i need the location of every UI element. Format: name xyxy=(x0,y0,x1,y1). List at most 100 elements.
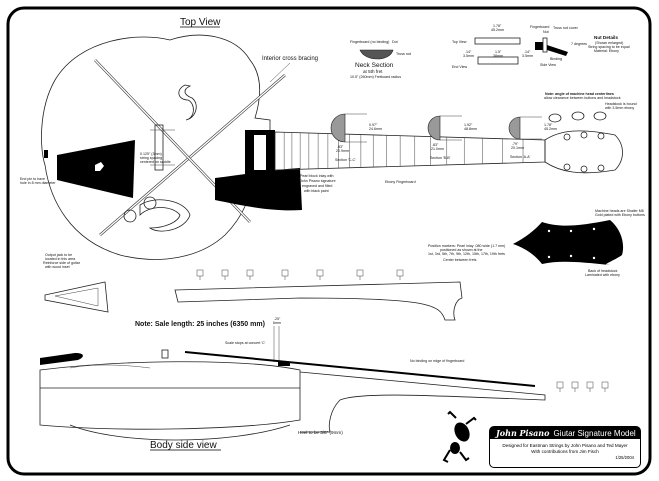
label-machine-heads: Machine heads are Shaller M6 Gold plated… xyxy=(595,209,645,217)
contributors-line: With contributions from Jim Fisch xyxy=(531,449,599,454)
label-bracing-spec: 0.125" (3mm) string spacing centered on … xyxy=(140,152,171,164)
neck-section: Fingerboard (no binding) Dot Truss rod N… xyxy=(350,40,411,79)
section-label: 20.1mm xyxy=(511,146,524,150)
svg-text:1.78": 1.78" xyxy=(493,24,502,28)
section-label: .83" xyxy=(337,145,344,149)
svg-text:(Shown enlarged): (Shown enlarged) xyxy=(595,41,623,45)
nut-details: Top View End View 1.78" 45.2mm 1.5" 38mm… xyxy=(452,24,630,69)
svg-text:.14": .14" xyxy=(465,50,472,54)
svg-text:Scale stops at concert 'C': Scale stops at concert 'C' xyxy=(225,341,266,345)
svg-text:Note: angle of machine head ce: Note: angle of machine head centerlines xyxy=(545,92,614,96)
tuner xyxy=(601,381,609,389)
section-label: 0.97" xyxy=(369,123,378,127)
tuner xyxy=(571,381,579,389)
section-label: 20.9mm xyxy=(336,149,349,153)
svg-text:located in this area: located in this area xyxy=(45,257,75,261)
f-hole-upper xyxy=(178,84,197,121)
tuner xyxy=(196,269,204,277)
section-profile xyxy=(427,115,441,141)
svg-text:Machine heads are Shaller M6: Machine heads are Shaller M6 xyxy=(595,209,644,213)
end-pin xyxy=(44,150,48,158)
svg-text:7 degrees: 7 degrees xyxy=(571,42,587,46)
svg-text:Back of headstock: Back of headstock xyxy=(588,269,618,273)
page-border xyxy=(6,6,652,476)
svg-text:Pearl block inlay with: Pearl block inlay with xyxy=(300,174,334,178)
section-label: 24.6mm xyxy=(369,127,382,131)
svg-text:Gold plated with Ebony buttons: Gold plated with Ebony buttons xyxy=(595,213,645,217)
frog-logo xyxy=(442,410,477,463)
top-view-title: Top View xyxy=(180,17,221,28)
model-name: Giutar Signature Model xyxy=(553,428,636,438)
label-end-pin: End pin to have hole in 8 mm diameter xyxy=(20,177,56,185)
svg-text:Material: Ebony: Material: Ebony xyxy=(594,49,619,53)
label-interior-bracing: Interior cross bracing xyxy=(262,56,318,62)
svg-text:String spacing to be equal: String spacing to be equal xyxy=(588,45,630,49)
svg-text:Laminated with ebony: Laminated with ebony xyxy=(585,273,620,277)
svg-text:Output jack to be: Output jack to be xyxy=(45,253,72,257)
section-label: .79" xyxy=(512,142,519,146)
svg-text:John Pisano signature: John Pisano signature xyxy=(300,179,336,183)
section-label: Section 'C-C' xyxy=(335,158,356,162)
tuner xyxy=(316,269,324,277)
svg-text:0.125" (3mm): 0.125" (3mm) xyxy=(140,152,162,156)
f-hole-lower xyxy=(139,199,191,232)
svg-text:1st, 3rd, 5th, 7th, 9th, 12th,: 1st, 3rd, 5th, 7th, 9th, 12th, 15th, 17t… xyxy=(428,252,505,256)
section-label: 1.78" xyxy=(544,123,553,127)
section-label: 48.8mm xyxy=(464,127,477,131)
svg-text:Reinforce side of guitar: Reinforce side of guitar xyxy=(43,261,81,265)
section-label: Section 'B-B' xyxy=(430,156,451,160)
svg-text:38mm: 38mm xyxy=(493,54,503,58)
body-side-view-title: Body side view xyxy=(150,440,217,451)
label-position-markers: Position markers: Pearl inlay .080 wide … xyxy=(428,244,505,262)
section-profile xyxy=(508,116,521,140)
svg-text:.14": .14" xyxy=(524,50,531,54)
tailpiece-top xyxy=(44,281,109,313)
neck-top-view xyxy=(274,111,623,174)
svg-text:Side View: Side View xyxy=(540,63,556,67)
svg-text:Center between frets: Center between frets xyxy=(443,258,477,262)
section-label: 45.2mm xyxy=(544,127,557,131)
heel-note: Heel to be 3/8" (9mm) xyxy=(298,430,343,435)
svg-text:with wood inset: with wood inset xyxy=(45,265,70,269)
section-label: 1.92" xyxy=(464,123,473,127)
svg-text:engraved and filled: engraved and filled xyxy=(302,184,332,188)
svg-text:Nut Details: Nut Details xyxy=(594,35,618,40)
tuner xyxy=(556,381,564,389)
svg-text:at 5th fret: at 5th fret xyxy=(363,69,383,74)
svg-text:Truss rod: Truss rod xyxy=(396,52,411,56)
svg-text:allow clearance between button: allow clearance between buttons and head… xyxy=(544,96,621,100)
svg-text:45.2mm: 45.2mm xyxy=(491,28,504,32)
svg-text:10.5" (260mm) Fretboard radius: 10.5" (260mm) Fretboard radius xyxy=(350,75,401,79)
label-back-of-headstock: Back of headstock Laminated with ebony xyxy=(585,269,620,277)
svg-text:Nut: Nut xyxy=(543,30,549,34)
svg-text:Dot: Dot xyxy=(392,40,398,44)
svg-text:.25": .25" xyxy=(274,317,281,321)
tuner xyxy=(396,269,404,277)
designer-line: Designed for Eastman Strings by John Pis… xyxy=(502,443,628,448)
svg-text:Position markers: Pearl inlay: Position markers: Pearl inlay .080 wide … xyxy=(428,244,505,248)
svg-text:Fingerboard (no binding): Fingerboard (no binding) xyxy=(350,40,389,44)
svg-text:1.5": 1.5" xyxy=(495,50,502,54)
svg-text:6mm: 6mm xyxy=(273,321,281,325)
svg-text:Binding: Binding xyxy=(550,57,562,61)
svg-text:Headstock is bound: Headstock is bound xyxy=(605,102,637,106)
svg-text:3.5mm: 3.5mm xyxy=(463,54,474,58)
headstock-back xyxy=(513,220,624,265)
drawing-date: 1/25/2004 xyxy=(615,455,634,460)
pickguard xyxy=(215,168,302,211)
svg-text:End View: End View xyxy=(452,65,468,69)
title-block: John Pisano Giutar Signature Model Desig… xyxy=(489,426,641,468)
svg-text:hole in 8 mm diameter: hole in 8 mm diameter xyxy=(20,181,56,185)
tuner xyxy=(356,269,364,277)
section-label: .83" xyxy=(432,143,439,147)
section-label: 21.0mm xyxy=(431,147,444,151)
title-bar: John Pisano Giutar Signature Model xyxy=(490,427,640,439)
svg-text:Top View: Top View xyxy=(452,40,467,44)
signature: John Pisano xyxy=(496,428,550,438)
label-headstock-bound: Headstock is bound with 3.5mm ebony xyxy=(605,102,637,110)
svg-text:End pin to have: End pin to have xyxy=(20,177,45,181)
tuner xyxy=(281,269,289,277)
svg-text:string spacing: string spacing xyxy=(140,156,162,160)
